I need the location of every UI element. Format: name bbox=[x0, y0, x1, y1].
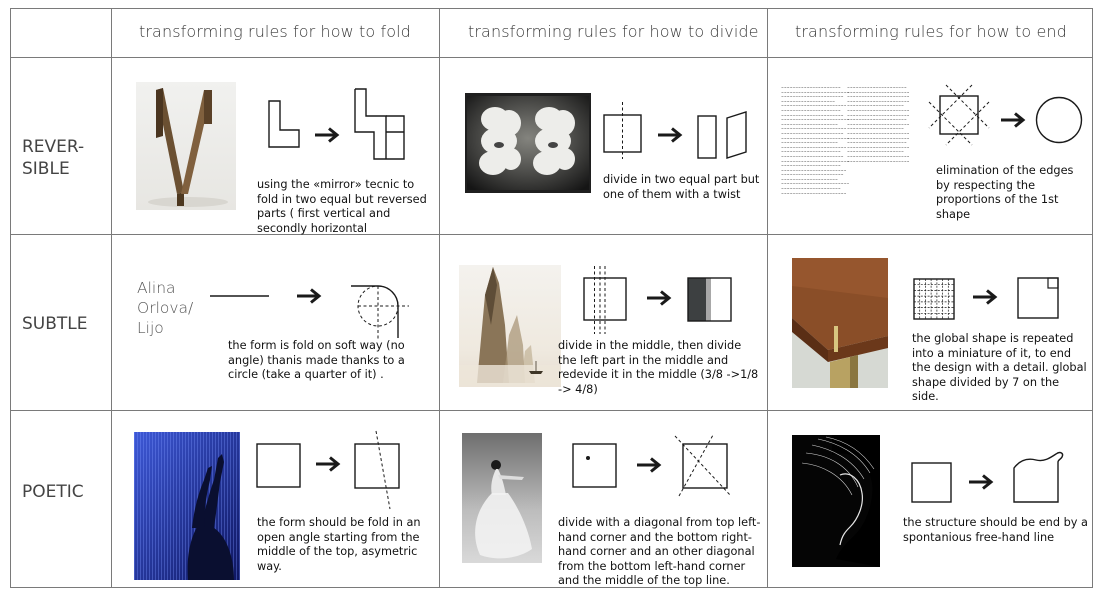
poem-column-left: ~~~~~~~~~~~~~~~~~~~~~~~~~~~~~~~~~~~~~~~~… bbox=[781, 86, 850, 196]
signature-line: Alina bbox=[137, 279, 176, 297]
photo-table-corner bbox=[792, 258, 888, 388]
twin-flowers-illustration bbox=[467, 96, 589, 190]
description-reversible-end: elimination of the edges by respecting t… bbox=[936, 164, 1074, 221]
photo-dark-portrait bbox=[792, 435, 880, 567]
arrow-right-icon bbox=[973, 289, 998, 305]
signature-line: Orlova/ bbox=[137, 299, 194, 317]
photo-dancer bbox=[462, 433, 542, 563]
diagonal-divide-square-icon bbox=[674, 434, 732, 497]
square-divided-icon bbox=[603, 102, 642, 159]
angled-fold-square-icon bbox=[354, 430, 400, 510]
description-subtle-fold: the form is fold on soft way (no angle) … bbox=[228, 339, 405, 381]
grid-line bbox=[767, 8, 768, 588]
square-dot-icon bbox=[572, 443, 617, 488]
arrow-right-icon bbox=[647, 290, 672, 306]
square-triple-divide-icon bbox=[583, 266, 627, 334]
square-icon bbox=[256, 443, 301, 488]
row-label-line: SIBLE bbox=[22, 159, 70, 179]
circle-icon bbox=[1035, 96, 1083, 144]
description-poetic-fold: the form should be fold in an open angle… bbox=[257, 516, 421, 573]
signature-line: Lijo bbox=[137, 319, 164, 337]
l-shape-icon bbox=[268, 100, 300, 148]
arrow-right-icon bbox=[658, 127, 683, 143]
column-header-end: transforming rules for how to end bbox=[795, 22, 1067, 41]
poem-column-right: ~~~~~~~~~~~~~~~~~~~~~~~~~~~~~~~~~~~~~~~~… bbox=[847, 86, 909, 164]
row-label-line: REVER- bbox=[22, 137, 85, 157]
grid-line bbox=[439, 8, 440, 588]
row-label-poetic: POETIC bbox=[22, 482, 84, 502]
grid-line bbox=[1092, 8, 1093, 588]
square-with-detail-icon bbox=[1017, 277, 1059, 319]
photo-wooden-frame bbox=[136, 82, 236, 210]
column-header-divide: transforming rules for how to divide bbox=[468, 22, 759, 41]
photo-blue-hands bbox=[134, 432, 240, 580]
row-label-reversible: REVER- SIBLE bbox=[22, 136, 84, 180]
grid-line bbox=[10, 8, 11, 588]
grid-line bbox=[111, 8, 112, 588]
description-poetic-end: the structure should be end by a spontan… bbox=[903, 516, 1088, 544]
arrow-right-icon bbox=[297, 288, 322, 304]
dancer-illustration bbox=[475, 460, 532, 559]
quarter-circle-fold-icon bbox=[351, 285, 409, 339]
row-label-subtle: SUBTLE bbox=[22, 314, 88, 334]
grid-line bbox=[10, 587, 1093, 588]
grid-line bbox=[10, 57, 1093, 58]
description-subtle-end: the global shape is repeated into a mini… bbox=[912, 332, 1087, 403]
arrow-right-icon bbox=[969, 474, 994, 490]
miniature-grid-icon bbox=[913, 278, 955, 320]
description-reversible-fold: using the «mirror» tecnic to fold in two… bbox=[257, 178, 427, 235]
column-header-fold: transforming rules for how to fold bbox=[139, 22, 411, 41]
arrow-right-icon bbox=[1001, 112, 1026, 128]
photo-poem-text: ~~~~~~~~~~~~~~~~~~~~~~~~~~~~~~~~~~~~~~~~… bbox=[781, 86, 909, 212]
rock-landscape-illustration bbox=[459, 267, 561, 387]
grid-line bbox=[10, 410, 1093, 411]
arrow-right-icon bbox=[637, 457, 662, 473]
wooden-frame-illustration bbox=[148, 88, 228, 207]
mirrored-l-shape-icon bbox=[354, 88, 405, 160]
freehand-line-square-icon bbox=[1013, 451, 1064, 503]
square-icon bbox=[911, 462, 952, 503]
square-cut-corners-icon bbox=[928, 84, 990, 146]
arrow-right-icon bbox=[316, 456, 341, 472]
straight-line-icon bbox=[210, 295, 269, 297]
arrow-right-icon bbox=[315, 127, 340, 143]
dark-portrait-illustration bbox=[801, 435, 880, 567]
author-signature: Alina Orlova/ Lijo bbox=[137, 278, 193, 338]
blue-hands-illustration bbox=[134, 432, 240, 580]
description-subtle-divide: divide in the middle, then divide the le… bbox=[558, 339, 759, 396]
description-poetic-divide: divide with a diagonal from top left-han… bbox=[558, 516, 761, 587]
description-reversible-divide: divide in two equal part but one of them… bbox=[603, 173, 760, 201]
photo-twin-flowers bbox=[465, 93, 591, 193]
photo-rock-landscape bbox=[459, 265, 561, 387]
grid-line bbox=[10, 8, 1093, 9]
proportion-square-icon bbox=[687, 277, 732, 322]
twisted-halves-icon bbox=[697, 111, 747, 159]
table-corner-illustration bbox=[792, 258, 888, 388]
grid-line bbox=[10, 234, 1093, 235]
